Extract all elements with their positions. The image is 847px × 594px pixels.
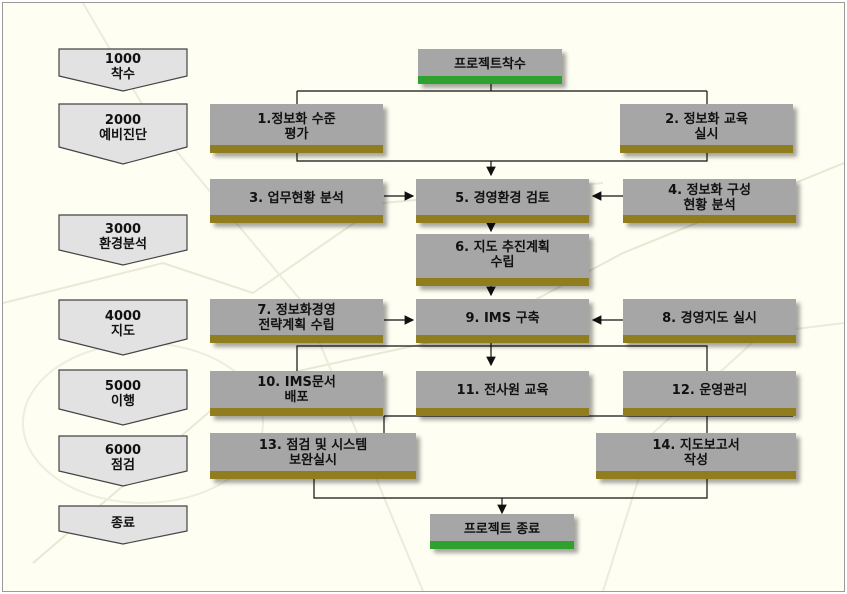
stage-name: 점검 (111, 458, 135, 473)
stage-code: 6000 (104, 443, 142, 458)
node-label: 4. 정보화 구성 현황 분석 (668, 183, 751, 213)
node-12: 12. 운영관리 (623, 371, 796, 416)
node-label: 14. 지도보고서 작성 (652, 438, 740, 468)
stage-name: 환경분석 (99, 237, 147, 252)
node-1: 1.정보화 수준 평가 (210, 104, 383, 153)
node-label: 9. IMS 구축 (465, 311, 540, 326)
stage-code: 1000 (104, 52, 142, 67)
stage-name: 예비진단 (99, 128, 147, 143)
stage-name: 착수 (111, 67, 135, 82)
node-end: 프로젝트 종료 (430, 514, 574, 549)
node-7: 7. 정보화경영 전략계획 수립 (210, 299, 383, 343)
stage-name: 종료 (111, 516, 135, 531)
node-label: 10. IMS문서 배포 (257, 375, 336, 405)
node-8: 8. 경영지도 실시 (623, 299, 796, 343)
node-3: 3. 업무현황 분석 (210, 179, 383, 223)
stage-code: 4000 (104, 309, 142, 324)
stage-code: 3000 (104, 222, 142, 237)
node-label: 6. 지도 추진계획 수립 (455, 240, 550, 270)
node-11: 11. 전사원 교육 (416, 371, 589, 416)
node-9: 9. IMS 구축 (416, 299, 589, 343)
node-label: 2. 정보화 교육 실시 (665, 112, 748, 142)
connector-lines (296, 84, 793, 515)
node-label: 프로젝트착수 (454, 57, 526, 72)
node-5: 5. 경영환경 검토 (416, 179, 589, 223)
node-2: 2. 정보화 교육 실시 (620, 104, 793, 153)
stage-code: 2000 (104, 113, 142, 128)
node-4: 4. 정보화 구성 현황 분석 (623, 179, 796, 223)
node-label: 13. 점검 및 시스템 보완실시 (258, 438, 368, 468)
node-label: 프로젝트 종료 (463, 522, 541, 537)
stage-end: 종료 (58, 505, 188, 545)
node-label: 1.정보화 수준 평가 (257, 112, 336, 142)
node-10: 10. IMS문서 배포 (210, 371, 383, 416)
stage-name: 지도 (111, 324, 135, 339)
node-start: 프로젝트착수 (418, 49, 562, 84)
stage-name: 이행 (111, 394, 135, 409)
node-label: 12. 운영관리 (671, 383, 748, 398)
node-13: 13. 점검 및 시스템 보완실시 (210, 433, 416, 479)
node-label: 11. 전사원 교육 (456, 383, 549, 398)
node-label: 3. 업무현황 분석 (249, 191, 344, 206)
node-label: 7. 정보화경영 전략계획 수립 (257, 303, 336, 333)
node-14: 14. 지도보고서 작성 (596, 433, 796, 479)
node-6: 6. 지도 추진계획 수립 (416, 234, 589, 286)
node-label: 8. 경영지도 실시 (662, 311, 757, 326)
node-label: 5. 경영환경 검토 (455, 191, 550, 206)
stage-code: 5000 (104, 379, 142, 394)
